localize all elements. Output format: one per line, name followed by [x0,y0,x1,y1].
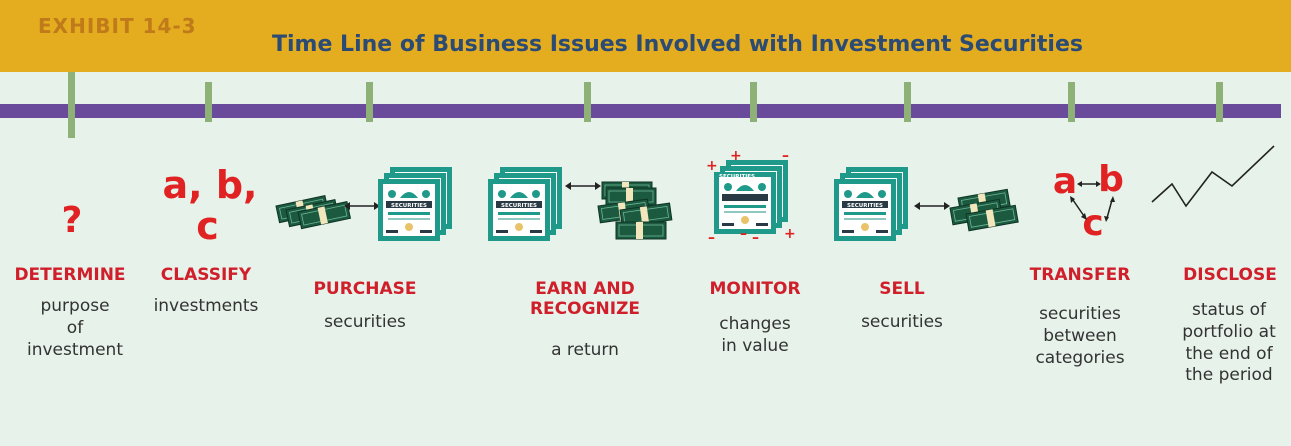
transfer-letter-a: a [1052,161,1078,202]
step-transfer-label: TRANSFER [1029,265,1131,285]
trend-line-icon [1151,145,1275,208]
securities-certificate-icon: SECURITIES [378,167,452,241]
exhibit-label: EXHIBIT 14-3 [38,14,197,38]
classify-letters-line2: c [196,204,219,248]
step-monitor-label: MONITOR [709,279,801,299]
timeline-tick [205,82,212,122]
step-earn-label-line1: EARN AND [535,279,635,299]
securities-certificate-icon: SECURITIES [834,167,908,241]
money-stack-icon [949,188,1019,232]
securities-certificate-icon: SECURITIES [488,167,562,241]
svg-text:+: + [730,150,742,164]
exchange-arrow-icon [565,182,601,190]
certificate-label: SECURITIES [391,203,427,209]
securities-certificate-icon: ++– ––+– SECURITIES [706,150,796,242]
transfer-arrows-icon [1070,181,1115,222]
svg-text:–: – [782,150,789,164]
step-earn-desc: a return [551,340,619,360]
step-disclose-label: DISCLOSE [1183,265,1277,285]
classify-letters-line1: a, b, [162,163,258,207]
exchange-arrow-icon [344,202,380,210]
transfer-letter-c: c [1082,203,1104,244]
timeline-tick [1068,82,1075,122]
exchange-arrow-icon [914,202,950,210]
certificate-label: SECURITIES [719,174,755,180]
timeline-tick [366,82,373,122]
timeline-tick [68,72,75,138]
timeline-tick [1216,82,1223,122]
step-earn-label-line2: RECOGNIZE [529,298,641,319]
money-stack-icon [597,181,673,240]
svg-text:+: + [784,226,796,242]
timeline-tick [750,82,757,122]
svg-text:–: – [740,226,747,242]
step-purchase-label: PURCHASE [313,279,417,299]
svg-text:–: – [708,230,715,242]
step-sell-label: SELL [879,279,925,299]
money-stack-icon [275,195,351,230]
step-earn-label: EARN AND RECOGNIZE [505,279,665,319]
timeline-tick [904,82,911,122]
question-mark-icon: ? [61,200,83,241]
certificate-label: SECURITIES [501,203,537,209]
svg-text:+: + [706,158,718,174]
exhibit-title: Time Line of Business Issues Involved wi… [272,32,1083,57]
step-classify-label: CLASSIFY [160,265,252,285]
step-determine-label: DETERMINE [14,265,126,285]
step-transfer-desc: securities between categories [1035,304,1125,368]
step-sell-desc: securities [861,312,943,332]
certificate-label: SECURITIES [847,203,883,209]
transfer-letter-b: b [1098,159,1124,200]
svg-text:–: – [752,230,759,242]
step-monitor-desc: changes in value [719,314,791,356]
step-disclose-desc: status of portfolio at the end of the pe… [1182,300,1276,386]
step-determine-desc: purpose of investment [27,296,123,360]
step-classify-desc: investments [153,296,259,316]
timeline-tick [584,82,591,122]
exhibit-header: EXHIBIT 14-3 Time Line of Business Issue… [0,0,1291,72]
timeline-bar [0,104,1281,118]
step-purchase-desc: securities [324,312,406,332]
